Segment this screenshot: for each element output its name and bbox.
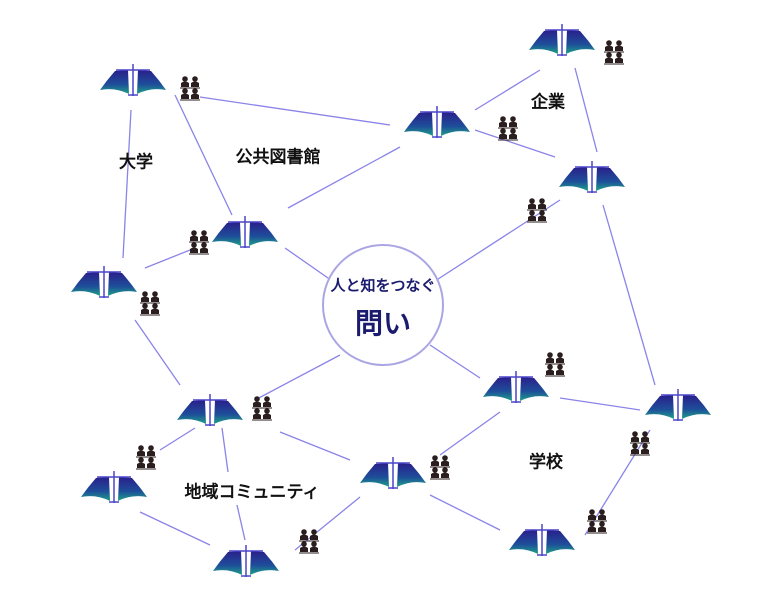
connection-line: [574, 67, 598, 153]
people-icon: [545, 352, 565, 377]
connection-line: [431, 199, 561, 284]
book-icon: [404, 106, 470, 138]
book-icon: [81, 471, 147, 503]
book-icon: [360, 457, 426, 489]
connection-line: [429, 494, 501, 531]
connection-line: [139, 511, 211, 546]
connection-line: [174, 94, 233, 216]
connection-line: [602, 204, 656, 386]
book-icon: [645, 389, 711, 421]
people-icon: [189, 230, 209, 255]
book-icon: [483, 371, 549, 403]
connection-line: [287, 146, 401, 209]
book-icon: [559, 161, 625, 193]
book-icon: [213, 545, 279, 577]
nodes: [71, 24, 711, 577]
people-icon: [604, 40, 624, 65]
connection-line: [134, 319, 181, 386]
connection-line: [439, 411, 501, 456]
people-icon: [180, 76, 200, 101]
connection-line: [236, 504, 246, 541]
connection-line: [254, 354, 341, 401]
people-icon: [252, 396, 272, 421]
book-icon: [529, 24, 595, 56]
people-icon: [430, 455, 450, 480]
connection-line: [122, 109, 132, 259]
connection-line: [474, 69, 541, 111]
label-library: 公共図書館: [235, 147, 321, 168]
label-community: 地域コミュニティ: [184, 482, 320, 503]
label-company: 企業: [531, 92, 565, 113]
connection-line: [199, 96, 391, 126]
connection-line: [279, 431, 351, 461]
connection-line: [559, 397, 641, 411]
people-icon: [587, 509, 607, 534]
center-circle: [322, 244, 444, 366]
book-icon: [509, 524, 575, 556]
book-icon: [177, 394, 243, 426]
book-icon: [71, 266, 137, 298]
center-title: 問い: [354, 307, 412, 340]
people-icon: [630, 431, 650, 456]
connection-line: [144, 247, 196, 269]
connection-line: [429, 344, 481, 379]
center-subtitle: 人と知をつなぐ: [330, 276, 436, 295]
label-university: 大学: [119, 152, 153, 173]
people-icon: [136, 445, 156, 470]
people-icon: [527, 198, 547, 223]
book-icon: [100, 64, 166, 96]
people-icon: [498, 116, 518, 141]
label-school: 学校: [529, 452, 563, 473]
people-icon: [299, 529, 319, 554]
book-icon: [212, 216, 278, 248]
connection-line: [221, 427, 229, 473]
connection-line: [159, 427, 196, 451]
people-icon: [140, 291, 160, 316]
connection-line: [474, 129, 556, 158]
